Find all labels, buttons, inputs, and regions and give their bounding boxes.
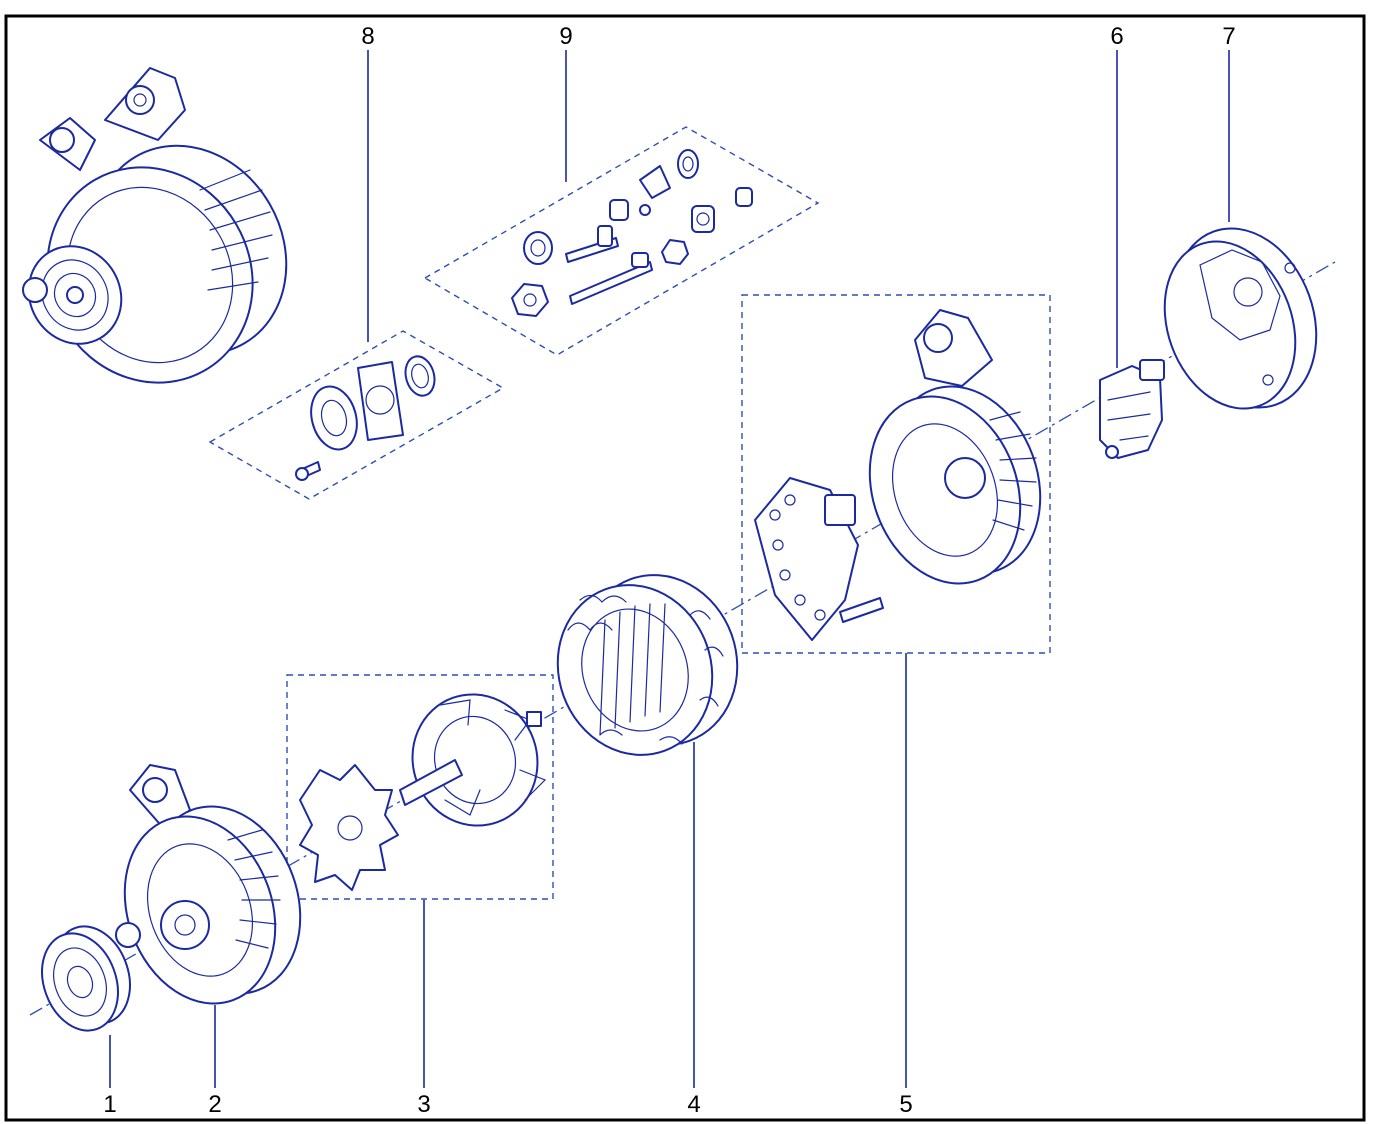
- callout-9: 9: [559, 23, 572, 50]
- callout-8: 8: [361, 23, 374, 50]
- leader-lines: [109, 50, 1230, 1088]
- part-3-rotor-and-fan: [299, 693, 547, 891]
- assembled-alternator: [22, 67, 288, 384]
- group-box-8: [208, 330, 505, 500]
- diagram-frame: [4, 14, 1366, 1122]
- part-7-rear-cover: [1163, 227, 1318, 410]
- callout-4: 4: [687, 1091, 700, 1118]
- part-8-bearing-kit: [295, 355, 436, 481]
- part-2-drive-end-housing: [115, 764, 302, 1005]
- callout-6: 6: [1110, 23, 1123, 50]
- part-1-pulley: [41, 925, 131, 1032]
- part-4-stator: [556, 574, 739, 756]
- callout-7: 7: [1222, 23, 1235, 50]
- group-box-9: [423, 126, 820, 356]
- callout-5: 5: [899, 1091, 912, 1118]
- part-6-voltage-regulator: [1099, 359, 1165, 459]
- part-9-hardware-kit: [511, 149, 753, 317]
- callout-3: 3: [417, 1091, 430, 1118]
- group-box-3: [286, 674, 554, 900]
- callout-2: 2: [208, 1091, 221, 1118]
- callout-1: 1: [103, 1091, 116, 1118]
- part-5-rectifier-and-housing: [754, 309, 1042, 641]
- group-box-5: [741, 294, 1051, 654]
